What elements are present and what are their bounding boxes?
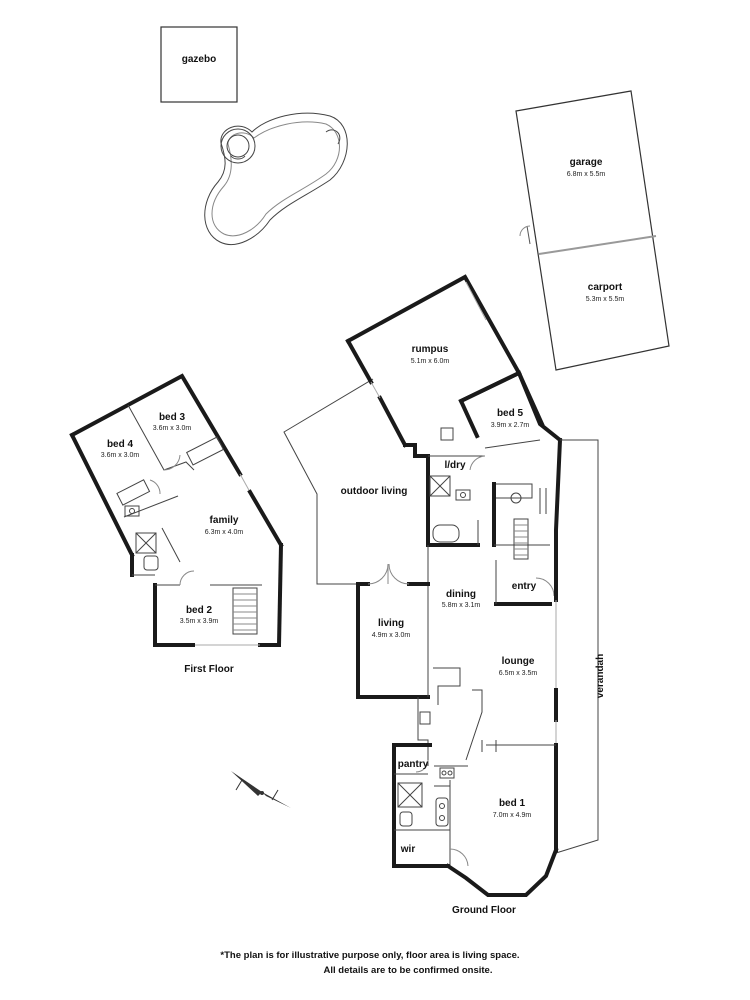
garage-carport: garage 6.8m x 5.5m carport 5.3m x 5.5m [515,90,670,371]
carport-label: carport [588,282,623,293]
bed4-dims: 3.6m x 3.0m [101,452,140,459]
lounge-dims: 6.5m x 3.5m [499,670,538,677]
entry-label: entry [512,581,537,592]
gazebo-label: gazebo [182,54,216,65]
bed5-dims: 3.9m x 2.7m [491,422,530,429]
gazebo-structure: gazebo [160,26,238,103]
outdoor-living-label: outdoor living [341,486,408,497]
bed3-dims: 3.6m x 3.0m [153,425,192,432]
bed3-label: bed 3 [159,412,186,423]
bed2-dims: 3.5m x 3.9m [180,618,219,625]
living-dims: 4.9m x 3.0m [372,632,411,639]
wir-label: wir [400,844,416,855]
dining-dims: 5.8m x 3.1m [442,602,481,609]
carport-dims: 5.3m x 5.5m [586,296,625,303]
rumpus-label: rumpus [412,344,449,355]
disclaimer-line-1: *The plan is for illustrative purpose on… [220,950,519,961]
garage-dims: 6.8m x 5.5m [567,171,606,178]
verandah-label: verandah [595,654,606,698]
bed1-label: bed 1 [499,798,526,809]
disclaimer-line-2: All details are to be confirmed onsite. [324,965,493,976]
first-floor [69,373,284,648]
bed2-label: bed 2 [186,605,213,616]
compass-icon [231,771,291,808]
family-dims: 6.3m x 4.0m [205,529,244,536]
garage-label: garage [570,157,603,168]
lounge-label: lounge [502,656,535,667]
bed5-label: bed 5 [497,408,524,419]
ldry-label: l/dry [444,460,466,471]
dining-label: dining [446,589,476,600]
pool [204,112,348,246]
ground-floor-label: Ground Floor [452,905,516,916]
rumpus-dims: 5.1m x 6.0m [411,358,450,365]
family-label: family [210,515,239,526]
bed4-label: bed 4 [107,439,134,450]
living-label: living [378,618,404,629]
ground-floor [283,274,599,897]
pantry-label: pantry [398,759,429,770]
bed1-dims: 7.0m x 4.9m [493,812,532,819]
first-floor-label: First Floor [184,664,234,675]
